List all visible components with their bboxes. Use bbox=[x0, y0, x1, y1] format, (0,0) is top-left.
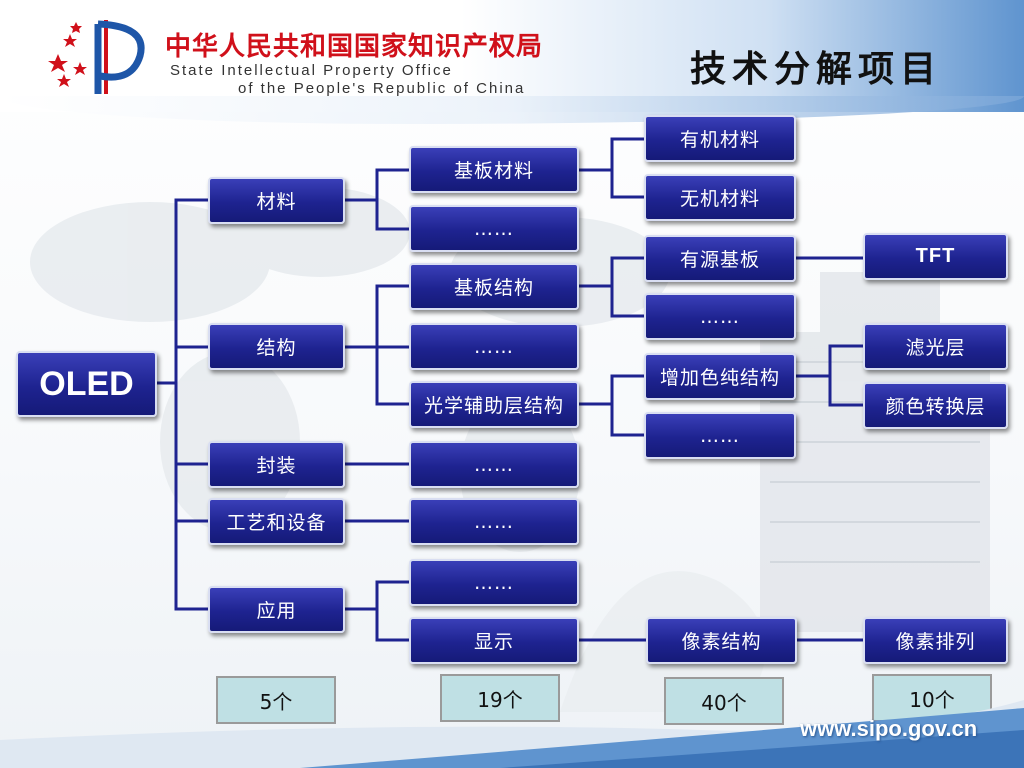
org-name-cn: 中华人民共和国国家知识产权局 bbox=[165, 32, 544, 62]
node-organic-material: 有机材料 bbox=[644, 115, 796, 162]
node-materials: 材料 bbox=[208, 177, 345, 224]
org-name-en-line1: State Intellectual Property Office bbox=[170, 62, 453, 79]
node-application-more: …… bbox=[409, 559, 579, 606]
node-structure: 结构 bbox=[208, 323, 345, 370]
node-materials-more: …… bbox=[409, 205, 579, 252]
node-substrate-material: 基板材料 bbox=[409, 146, 579, 193]
node-active-substrate: 有源基板 bbox=[644, 235, 796, 282]
node-display: 显示 bbox=[409, 617, 579, 664]
org-name-en-line2: of the People's Republic of China bbox=[238, 80, 526, 97]
node-oled-root: OLED bbox=[16, 351, 157, 417]
node-tft: TFT bbox=[863, 233, 1008, 280]
node-packaging: 封装 bbox=[208, 441, 345, 488]
node-color-purity-structure: 增加色纯结构 bbox=[644, 353, 796, 400]
count-level3: 40个 bbox=[664, 677, 784, 725]
node-substrate-structure: 基板结构 bbox=[409, 263, 579, 310]
count-level1: 5个 bbox=[216, 676, 336, 724]
node-filter-layer: 滤光层 bbox=[863, 323, 1008, 370]
node-pixel-structure: 像素结构 bbox=[646, 617, 797, 664]
node-structure-more: …… bbox=[409, 323, 579, 370]
footer-wave bbox=[0, 700, 1024, 768]
node-application: 应用 bbox=[208, 586, 345, 633]
node-optical-aux-layer: 光学辅助层结构 bbox=[409, 381, 579, 428]
node-substrate-more: …… bbox=[644, 293, 796, 340]
node-process-more: …… bbox=[409, 498, 579, 545]
footer-url: www.sipo.gov.cn bbox=[800, 716, 978, 741]
node-pixel-arrangement: 像素排列 bbox=[863, 617, 1008, 664]
node-optical-more: …… bbox=[644, 412, 796, 459]
header-band bbox=[0, 0, 1024, 112]
page-title: 技术分解项目 bbox=[690, 48, 943, 90]
node-color-conversion-layer: 颜色转换层 bbox=[863, 382, 1008, 429]
node-inorganic-material: 无机材料 bbox=[644, 174, 796, 221]
sipo-logo bbox=[48, 20, 145, 94]
count-level2: 19个 bbox=[440, 674, 560, 722]
node-packaging-more: …… bbox=[409, 441, 579, 488]
node-process-equipment: 工艺和设备 bbox=[208, 498, 345, 545]
